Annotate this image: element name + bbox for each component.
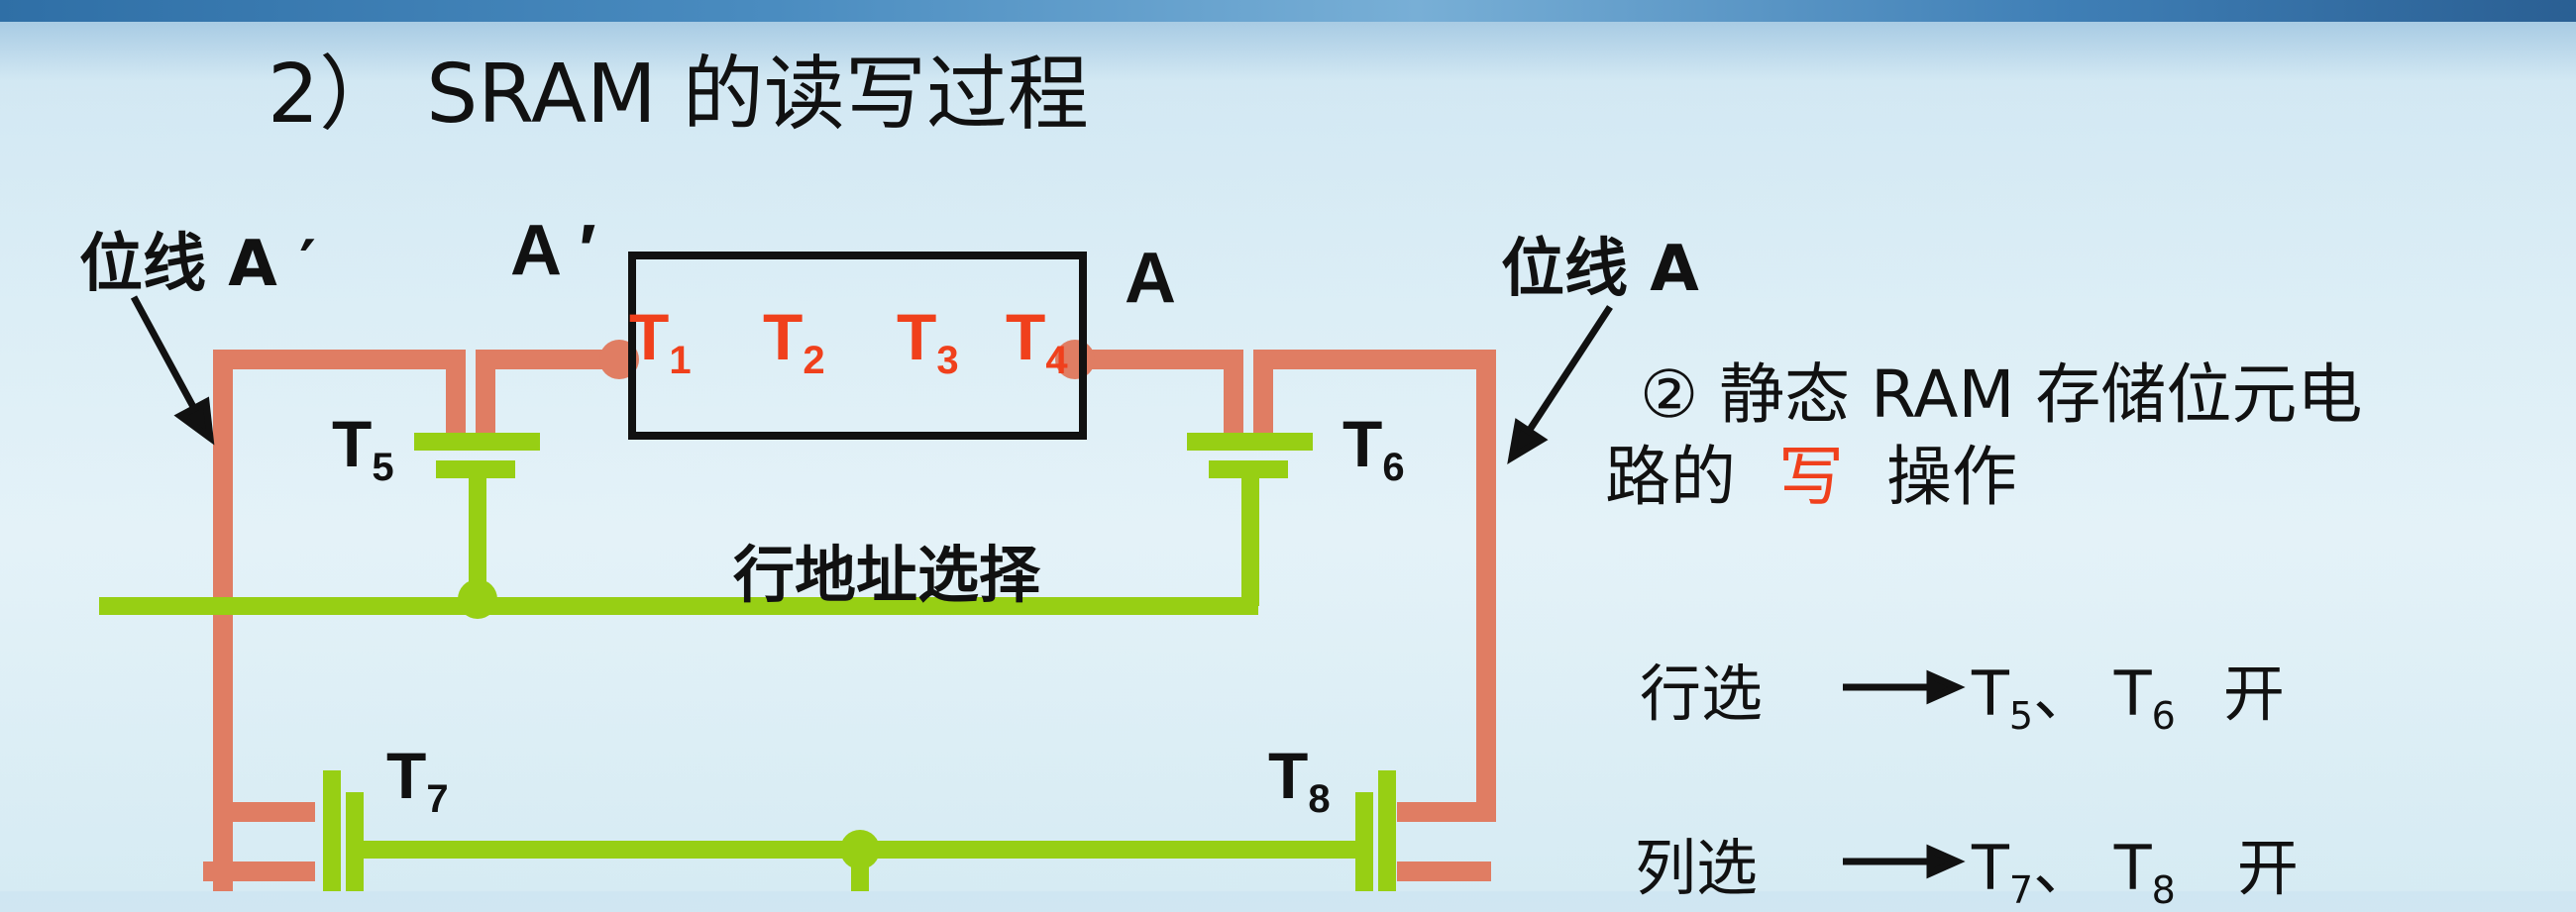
transistor-t6-label: T6 xyxy=(1342,407,1405,490)
top-banner-fade xyxy=(0,22,2576,81)
flip-flop-box xyxy=(628,252,1087,440)
bitline-wires xyxy=(203,350,1496,891)
top-banner xyxy=(0,0,2576,22)
row-address-label: 行地址选择 xyxy=(733,539,1041,611)
write-operation-heading-line2: 路的 写 操作 xyxy=(1605,439,2017,515)
pointer-arrows xyxy=(130,295,1966,879)
node-right-label: A xyxy=(1125,239,1176,318)
write-operation-heading-line1: ② 静态 RAM 存储位元电 xyxy=(1640,356,2363,433)
arrow-right-shaft xyxy=(1523,305,1613,438)
bitline-right-wire xyxy=(1253,350,1496,822)
write-highlight: 写 xyxy=(1777,439,1844,515)
gate-wires xyxy=(99,433,1396,891)
arrow-left-shaft xyxy=(130,295,202,418)
transistor-t3-label: T3 xyxy=(897,300,959,383)
transistor-t8-label: T8 xyxy=(1268,739,1331,822)
transistor-t1-label: T1 xyxy=(629,300,692,383)
row-select-arrow-head xyxy=(1926,669,1966,705)
transistor-t2-label: T2 xyxy=(763,300,825,383)
transistor-t5-label: T5 xyxy=(332,407,394,490)
page-title: 2） SRAM 的读写过程 xyxy=(268,48,1089,142)
node-left-label: A ′ xyxy=(510,211,596,290)
node-right-wire xyxy=(1080,350,1243,436)
bitline-right-label: 位线 A xyxy=(1501,233,1699,306)
row-junction-dot xyxy=(458,579,497,619)
node-left-wire xyxy=(476,350,619,436)
column-select-label: 列选 xyxy=(1635,832,1759,904)
column-junction-dot xyxy=(840,830,880,869)
col-select-arrow-head xyxy=(1926,844,1966,879)
sram-circuit-diagram xyxy=(99,252,1966,891)
arrow-right-head xyxy=(1507,418,1549,464)
bitline-left-label: 位线 A ′ xyxy=(79,228,316,301)
row-select-label: 行选 xyxy=(1640,658,1764,730)
transistor-t4-label: T4 xyxy=(1006,300,1068,383)
arrow-left-head xyxy=(173,396,215,446)
bitline-left-wire xyxy=(213,350,466,891)
transistor-t7-label: T7 xyxy=(386,739,449,822)
